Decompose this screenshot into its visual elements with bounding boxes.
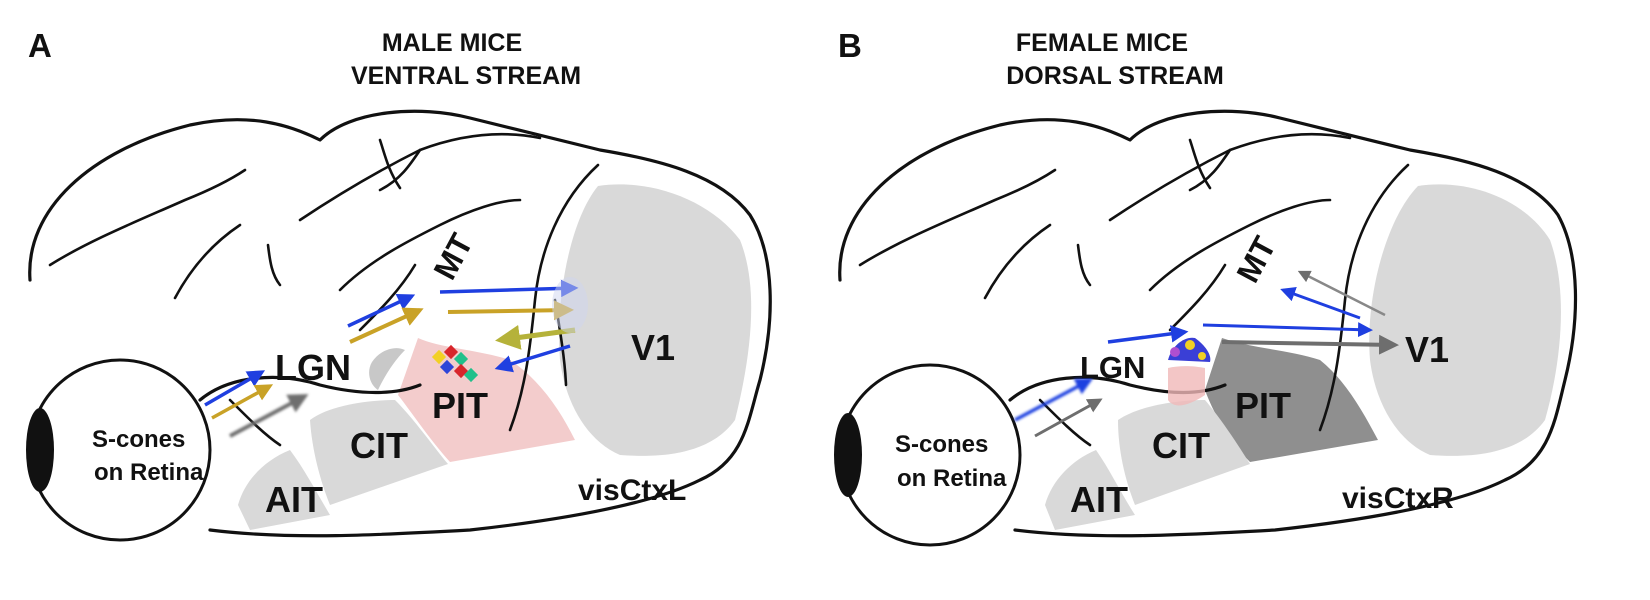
lgn-nucleus [369, 348, 405, 390]
label-pit: PIT [432, 385, 488, 426]
cit-region [310, 400, 448, 505]
sulcus [1188, 148, 1232, 192]
sulcus [1038, 398, 1092, 447]
sulcus [298, 132, 542, 222]
panel-b: B FEMALE MICE DORSAL STREAM [834, 27, 1578, 547]
arrow-glow [552, 277, 588, 333]
marker [463, 367, 479, 383]
panel-title-line1: FEMALE MICE [1016, 29, 1188, 57]
lgn-mt-gold-arrow [349, 307, 424, 344]
lgn-mt-blue-arrow [347, 294, 416, 328]
label-retina-line2: on Retina [94, 459, 204, 486]
label-cit: CIT [350, 425, 408, 466]
label-v1: V1 [631, 327, 675, 368]
label-cortex: visCtxR [1342, 482, 1454, 515]
label-cortex: visCtxL [578, 474, 686, 507]
marker [443, 344, 459, 360]
label-lgn: LGN [1080, 350, 1145, 385]
label-retina-line1: S-cones [92, 426, 185, 453]
marker [1185, 340, 1195, 350]
brain-outline [838, 109, 1578, 538]
mt-v1-blue-arrow [1202, 322, 1373, 338]
label-pit: PIT [1235, 385, 1291, 426]
ait-region [238, 450, 330, 530]
sulcus [1076, 243, 1092, 287]
panel-title-line2: DORSAL STREAM [1006, 62, 1224, 90]
label-retina-line1: S-cones [895, 431, 988, 458]
panel-title-line2: VENTRAL STREAM [351, 62, 581, 90]
sulcus [1108, 132, 1352, 222]
sulcus [48, 168, 247, 267]
label-cit: CIT [1152, 425, 1210, 466]
sulcus [1148, 198, 1332, 292]
sulcus [173, 223, 242, 300]
lgn-nucleus [1168, 366, 1205, 406]
brain-outline [28, 109, 772, 538]
retina-lgn-blue-arrow [204, 370, 266, 407]
label-mt: MT [426, 227, 480, 285]
cone-signal-cluster [1168, 337, 1211, 362]
pathway-arrows [1014, 270, 1399, 438]
sulcus [858, 168, 1057, 267]
marker [453, 351, 469, 367]
panel-letter: B [838, 27, 862, 64]
label-v1: V1 [1405, 329, 1449, 370]
sulcus [338, 198, 522, 292]
mt-v1-blue-arrow [439, 279, 579, 298]
pit-v1-grey-arrow [1221, 334, 1399, 355]
eye-lens-icon [834, 413, 862, 497]
panel-letter: A [28, 27, 52, 64]
panel-a: A MALE MICE VENTRAL STREAM [26, 27, 772, 542]
retina-lgn-blue-arrow [1014, 378, 1094, 422]
eye-lens-icon [26, 408, 54, 492]
label-ait: AIT [1070, 479, 1128, 520]
sulcus [358, 263, 417, 332]
pit-region [1205, 338, 1378, 462]
label-ait: AIT [265, 479, 323, 520]
retina-lgn-grey-arrow [229, 394, 309, 438]
brain-ventral-outline [198, 375, 422, 402]
sulcus [378, 148, 422, 192]
lunate-sulcus [1318, 163, 1410, 432]
v1-mt-blue-arrow [1280, 287, 1361, 320]
cit-region [1118, 400, 1250, 505]
pathway-arrows [204, 277, 588, 438]
marker [431, 349, 447, 365]
v1-mt-grey-arrow [1297, 270, 1386, 317]
label-mt: MT [1229, 230, 1283, 288]
lunate-sulcus [508, 163, 600, 432]
v1-region [559, 184, 752, 456]
label-retina-line2: on Retina [897, 465, 1007, 492]
mt-v1-gold-arrow [447, 300, 574, 321]
marker [1198, 352, 1206, 360]
label-lgn: LGN [275, 347, 351, 388]
marker [1170, 347, 1180, 357]
v1-pit-olive-arrow [495, 324, 576, 350]
retina-lgn-grey-arrow [1034, 398, 1103, 438]
sulcus [983, 223, 1052, 300]
v1-region [1369, 184, 1561, 456]
sulcus [1168, 263, 1227, 332]
panel-title-line1: MALE MICE [382, 29, 522, 57]
ait-region [1045, 450, 1135, 530]
sulcus [1188, 138, 1212, 190]
sulcus [378, 138, 402, 190]
lgn-pit-blue-arrow [1107, 325, 1189, 344]
marker [439, 359, 455, 375]
v1-pit-blue-arrow [494, 344, 571, 373]
retina-lgn-gold-arrow [211, 384, 274, 420]
cone-signal-markers [431, 344, 479, 383]
sulcus [266, 243, 282, 287]
